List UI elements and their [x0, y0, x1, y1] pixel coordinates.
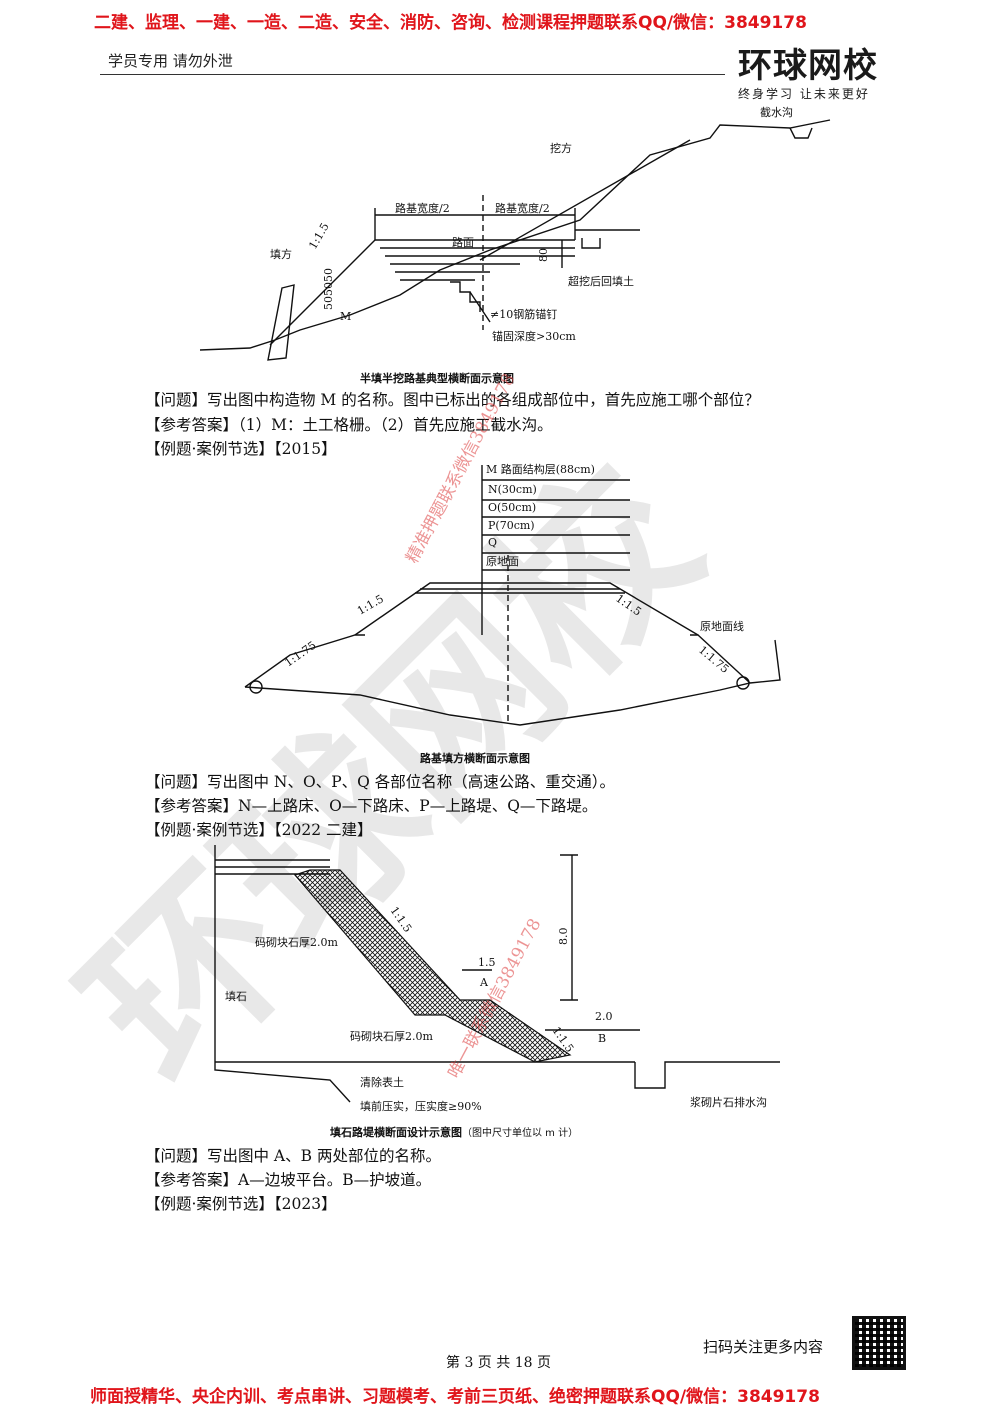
label-drain: 浆砌片石排水沟 — [690, 1095, 767, 1109]
figure-embankment-fill: M 路面结构层(88cm) N(30cm) O(50cm) P(70cm) Q … — [244, 462, 781, 726]
label-steps: 505050 — [322, 268, 335, 310]
label-slope-right-15: 1:1.5 — [613, 592, 644, 619]
label-ground-line: 原地面线 — [700, 619, 744, 633]
label-anchor-depth: 锚固深度>30cm — [492, 329, 576, 343]
logo-text: 环球网校 — [738, 46, 878, 86]
label-width-right: 路基宽度/2 — [495, 201, 550, 215]
figure2-caption: 路基填方横断面示意图 — [420, 752, 530, 765]
confidential-note: 学员专用 请勿外泄 — [108, 52, 233, 70]
label-backfill: 超挖后回填土 — [568, 274, 634, 288]
label-m: M — [340, 310, 351, 323]
label-fill-stone: 填石 — [225, 989, 247, 1003]
label-dim-20: 2.0 — [595, 1010, 613, 1023]
figure3-caption-title: 填石路堤横断面设计示意图 — [330, 1126, 462, 1139]
figure3-caption-note: （图中尺寸单位以 m 计） — [462, 1128, 579, 1139]
logo-slogan: 终身学习 让未来更好 — [738, 87, 870, 101]
qa1-example: 【例题·案例节选】【2015】 — [145, 440, 337, 458]
page-number: 第 3 页 共 18 页 — [446, 1355, 551, 1371]
label-o-layer: O(50cm) — [488, 501, 536, 514]
qa2-question: 【问题】写出图中 N、O、P、Q 各部位名称（高速公路、重交通）。 — [145, 773, 616, 791]
top-banner: 二建、监理、一建、一造、二造、安全、消防、咨询、检测课程押题联系QQ/微信：38… — [94, 13, 807, 33]
label-fill: 填方 — [270, 247, 292, 261]
label-ground: 原地面 — [486, 555, 519, 568]
figure-rockfill-embankment: 码砌块石厚2.0m 填石 1:1.5 1.5 A 8.0 2.0 B 1:1.5… — [214, 845, 780, 1113]
label-dim-80: 8.0 — [557, 928, 570, 946]
scan-prompt: 扫码关注更多内容 — [703, 1338, 824, 1356]
header-rule — [100, 74, 725, 75]
label-masonry-top: 码砌块石厚2.0m — [255, 936, 338, 949]
label-compaction: 填前压实，压实度≥90% — [360, 1099, 482, 1113]
label-q-layer: Q — [488, 536, 497, 549]
figure1-caption: 半填半挖路基典型横断面示意图 — [360, 372, 514, 385]
qa2-example: 【例题·案例节选】【2022 二建】 — [145, 821, 373, 839]
label-slope-left-175: 1:1.75 — [282, 639, 318, 670]
label-cut: 挖方 — [550, 141, 572, 155]
label-slope-right-175: 1:1.75 — [696, 643, 731, 676]
label-m-layer: M 路面结构层(88cm) — [486, 462, 595, 476]
qr-code[interactable] — [852, 1316, 906, 1370]
label-slope: 1:1.5 — [306, 221, 331, 252]
label-anchor: ≠10钢筋锚钉 — [490, 307, 557, 321]
figure-half-fill-half-cut: 截水沟 挖方 路基宽度/2 路基宽度/2 路面 填方 1:1.5 505050 … — [199, 105, 831, 361]
qa1-question: 【问题】写出图中构造物 M 的名称。图中已标出的各组成部位中，首先应施工哪个部位… — [145, 391, 760, 409]
qa3-example: 【例题·案例节选】【2023】 — [145, 1195, 337, 1213]
qa3-answer: 【参考答案】A—边坡平台。B—护坡道。 — [145, 1171, 432, 1189]
label-clear-topsoil: 清除表土 — [360, 1075, 404, 1089]
label-width-left: 路基宽度/2 — [395, 201, 450, 215]
label-80: 80 — [537, 248, 550, 262]
label-b: B — [598, 1032, 606, 1045]
qa3-question: 【问题】写出图中 A、B 两处部位的名称。 — [145, 1147, 441, 1165]
label-pavement: 路面 — [452, 236, 474, 249]
label-a: A — [479, 976, 489, 989]
site-logo: 环球网校 终身学习 让未来更好 — [738, 38, 878, 102]
qa2-answer: 【参考答案】N—上路床、O—下路床、P—上路堤、Q—下路堤。 — [145, 797, 598, 815]
label-ditch: 截水沟 — [760, 105, 793, 119]
label-dim-15: 1.5 — [478, 956, 496, 969]
bottom-banner: 师面授精华、央企内训、考点串讲、习题模考、考前三页纸、绝密押题联系QQ/微信：3… — [90, 1387, 820, 1407]
label-n-layer: N(30cm) — [488, 483, 537, 496]
label-masonry-bottom: 码砌块石厚2.0m — [350, 1030, 433, 1043]
label-slope-left-15: 1:1.5 — [355, 592, 386, 617]
figure3-caption: 填石路堤横断面设计示意图（图中尺寸单位以 m 计） — [330, 1124, 578, 1140]
label-p-layer: P(70cm) — [488, 519, 535, 532]
qa1-answer: 【参考答案】（1）M：土工格栅。（2）首先应施工截水沟。 — [145, 416, 553, 434]
